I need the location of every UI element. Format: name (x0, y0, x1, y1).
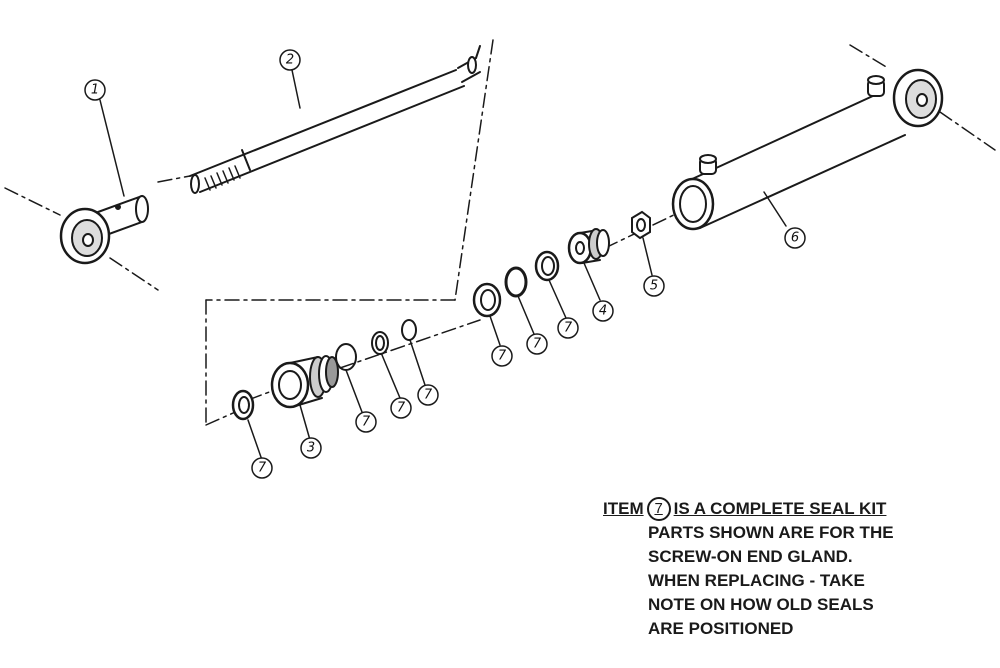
callout-7-oring-b: 7 (424, 388, 433, 403)
note-line: ARE POSITIONED (648, 619, 794, 638)
guide-lines (4, 39, 996, 426)
note-line: WHEN REPLACING - TAKE (648, 571, 865, 590)
callout-6: 6 (791, 231, 799, 246)
callout-circles (84, 49, 806, 479)
note-heading: ITEM 7 IS A COMPLETE SEAL KIT (603, 497, 993, 521)
callout-5: 5 (650, 279, 658, 294)
note-item-suffix: IS A COMPLETE SEAL KIT (673, 499, 887, 518)
part-6-cylinder-barrel (671, 68, 944, 231)
part-1-rod-eye (59, 194, 149, 265)
callout-7-oring-a: 7 (362, 415, 371, 430)
callout-7-piston-oring: 7 (533, 337, 542, 352)
callout-7-piston-seal-b: 7 (564, 321, 573, 336)
note-line: NOTE ON HOW OLD SEALS (648, 595, 874, 614)
part-4-piston (567, 228, 610, 265)
o-rings (335, 250, 560, 371)
callout-7-wiper: 7 (258, 461, 267, 476)
callout-1: 1 (91, 83, 99, 98)
part-7-wiper-seal (231, 389, 255, 421)
note-line: SCREW-ON END GLAND. (648, 547, 853, 566)
callout-3: 3 (307, 441, 315, 456)
callout-7-piston-seal-a: 7 (498, 349, 507, 364)
callout-4: 4 (599, 304, 607, 319)
part-5-nut (631, 210, 651, 240)
note-item-number: 7 (646, 497, 671, 521)
leader-lines (99, 69, 787, 461)
part-3-gland (270, 355, 339, 409)
part-2-piston-rod (189, 45, 481, 194)
seal-kit-note: ITEM 7 IS A COMPLETE SEAL KIT PARTS SHOW… (603, 497, 993, 641)
note-line: PARTS SHOWN ARE FOR THE (648, 523, 894, 542)
callout-2: 2 (286, 53, 294, 68)
callout-7-backup-ring: 7 (397, 401, 406, 416)
note-item-prefix: ITEM (603, 499, 644, 518)
